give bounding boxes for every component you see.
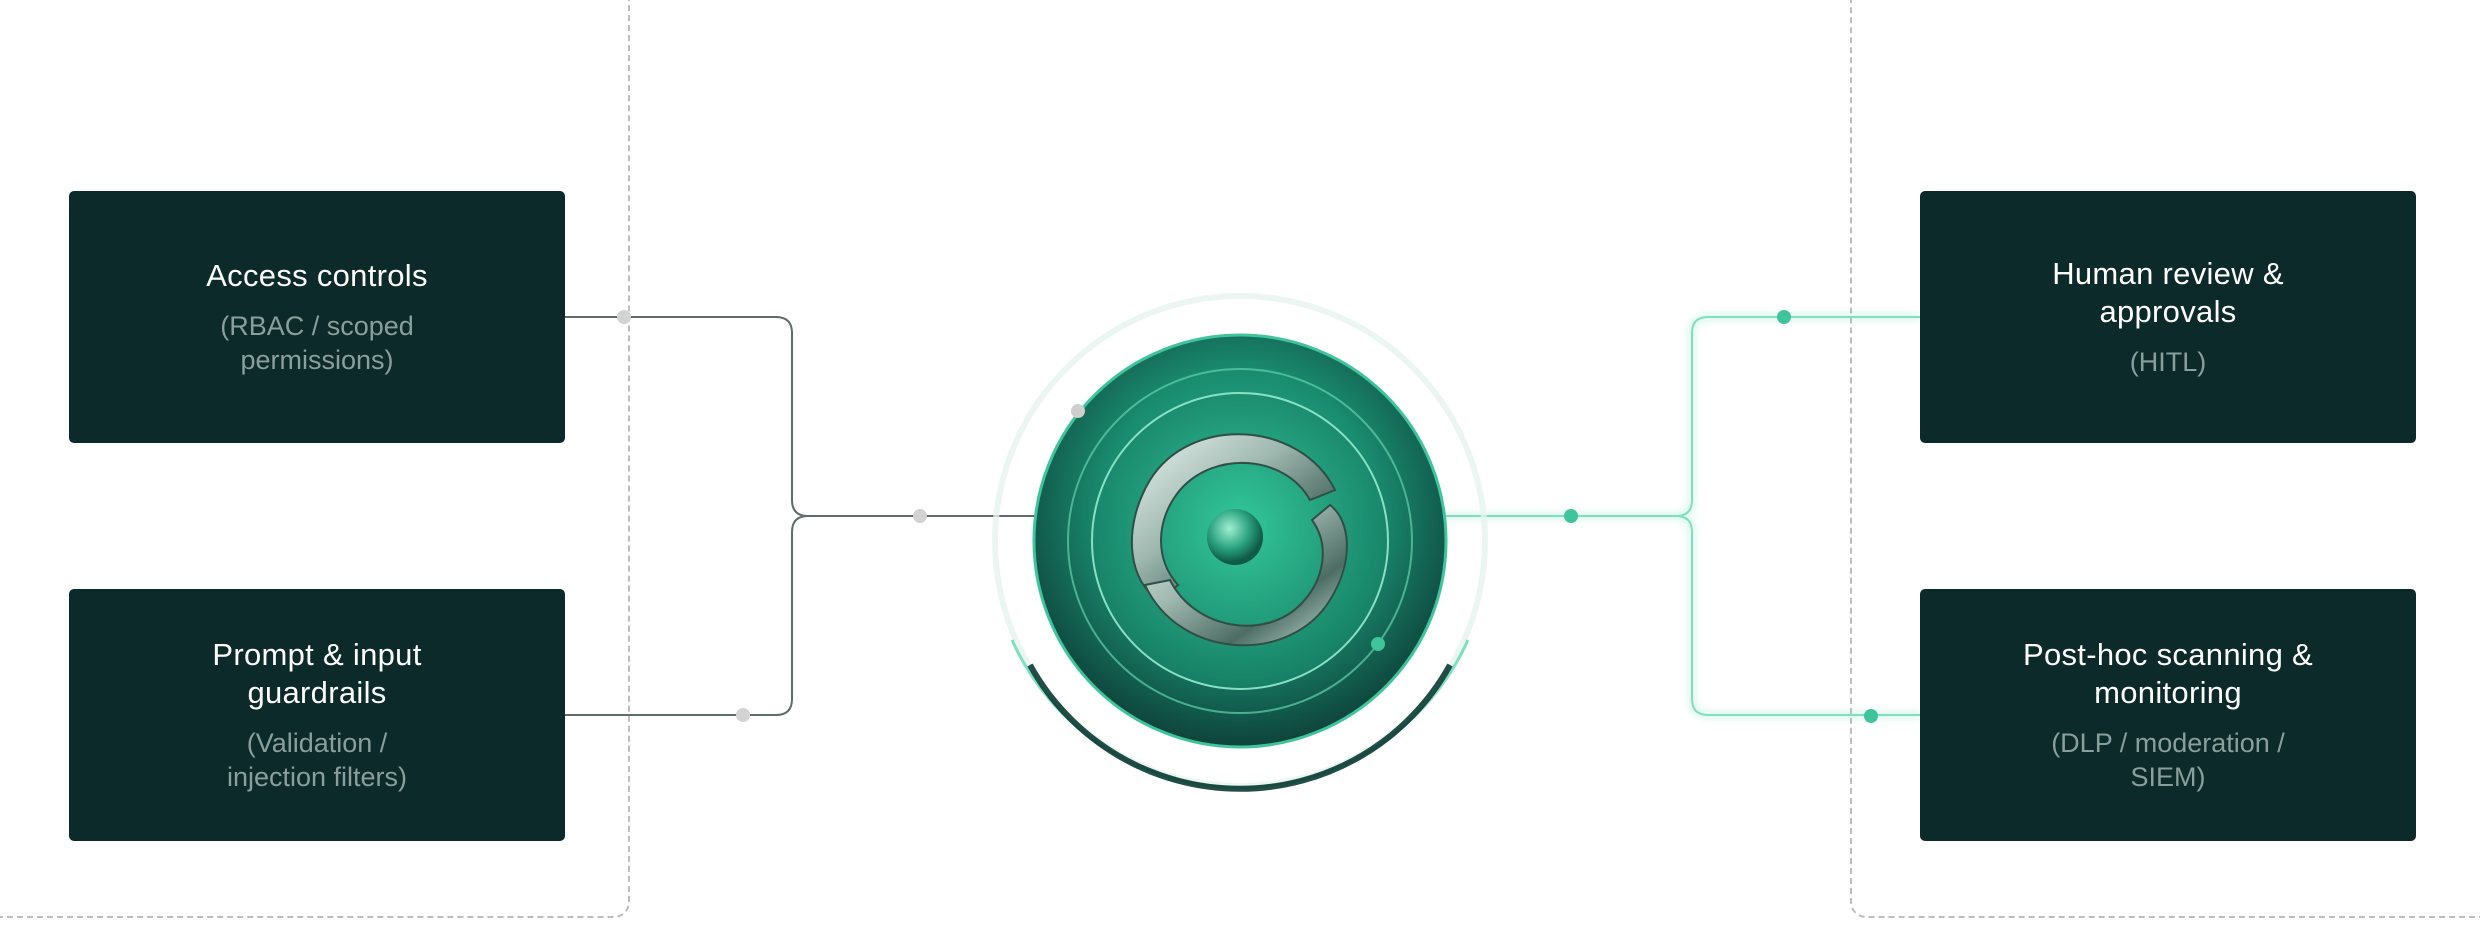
card-posthoc-monitoring: Post-hoc scanning & monitoring (DLP / mo… <box>1920 589 2416 841</box>
refresh-loop-icon <box>1130 433 1348 647</box>
connector-node <box>913 509 927 523</box>
card-title: Human review & approvals <box>2052 256 2284 329</box>
card-prompt-guardrails: Prompt & input guardrails (Validation / … <box>69 589 565 841</box>
card-subtitle: (DLP / moderation / SIEM) <box>2051 728 2285 792</box>
orbit-node <box>1371 637 1385 651</box>
connector-node <box>1864 709 1878 723</box>
connector-hub-to-human <box>1440 316 1920 517</box>
card-access-controls: Access controls (RBAC / scoped permissio… <box>69 191 565 443</box>
card-subtitle: (HITL) <box>2129 347 2207 377</box>
connector-node <box>617 310 631 324</box>
left-connector-dots <box>617 310 927 722</box>
card-human-review: Human review & approvals (HITL) <box>1920 191 2416 443</box>
left-connector-lines <box>565 316 1040 716</box>
right-group-zone <box>1850 0 2480 918</box>
connector-access-to-hub <box>565 316 1040 517</box>
right-connector-lines <box>1440 314 1920 718</box>
connector-node <box>1564 509 1578 523</box>
card-title: Post-hoc scanning & monitoring <box>2022 637 2314 710</box>
connector-prompt-to-hub <box>565 515 809 716</box>
orbit-node <box>1071 404 1085 418</box>
card-title: Prompt & input guardrails <box>212 637 422 710</box>
left-group-zone <box>0 0 630 918</box>
connector-node <box>736 708 750 722</box>
central-hub <box>992 293 1488 792</box>
card-title: Access controls <box>206 258 428 293</box>
card-subtitle: (RBAC / scoped permissions) <box>220 311 414 375</box>
right-connector-dots <box>1564 310 1878 723</box>
card-subtitle: (Validation / injection filters) <box>226 728 408 792</box>
connector-node <box>1777 310 1791 324</box>
connector-hub-to-posthoc <box>1675 515 1920 716</box>
